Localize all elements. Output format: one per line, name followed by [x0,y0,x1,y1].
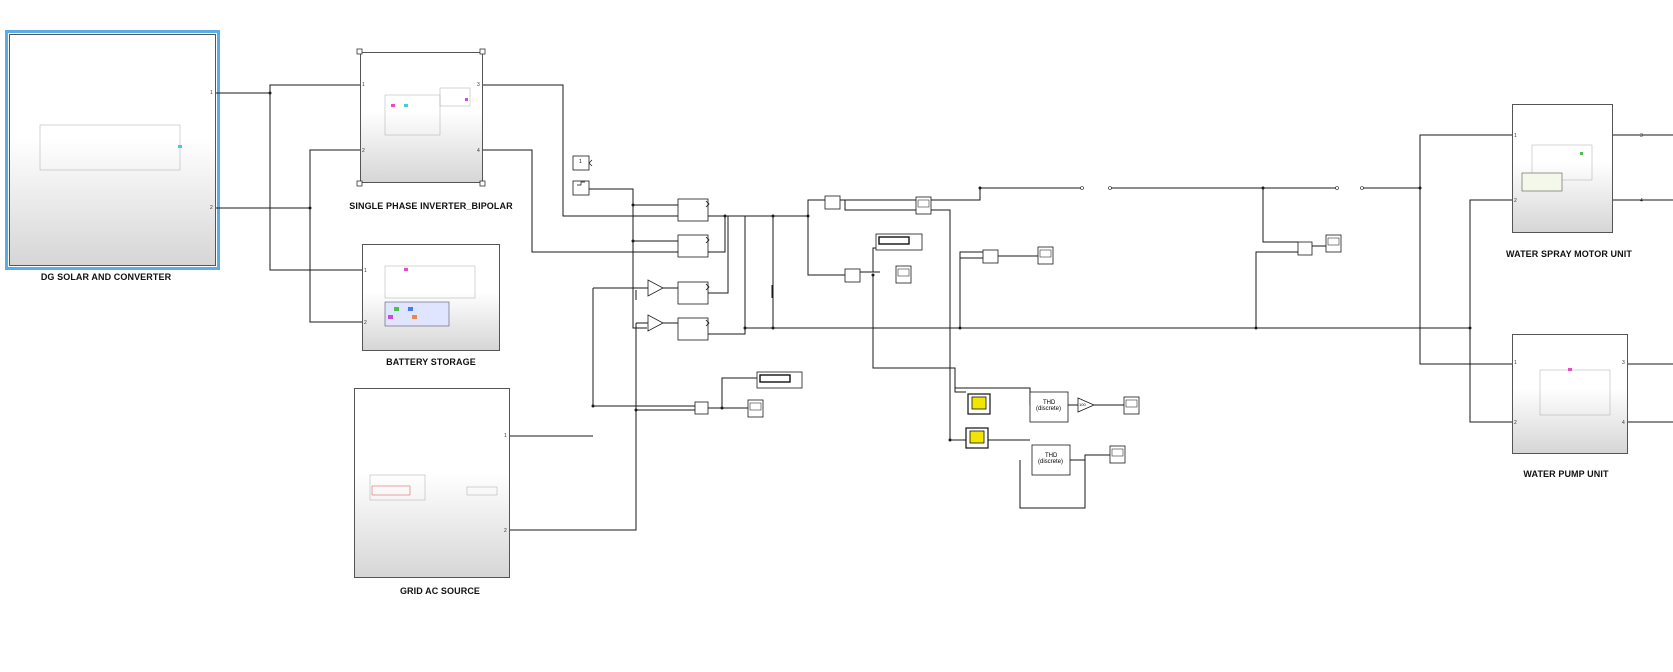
spray-port-2: 2 [1514,198,1517,204]
scope-icons [747,196,1342,464]
resize-handle [479,180,486,187]
single-phase-inverter-label: SINGLE PHASE INVERTER_BIPOLAR [349,201,513,211]
water-spray-motor-block[interactable] [1512,104,1613,233]
product-block-1 [824,195,841,210]
water-pump-block[interactable] [1512,334,1628,454]
grid-ac-source-block[interactable] [354,388,510,578]
grid-port-2: 2 [504,528,507,534]
inv-port-4: 4 [477,148,480,154]
product-block-3 [982,249,999,264]
sum-block-1 [677,198,709,222]
dg-solar-converter-block[interactable] [5,30,220,270]
pump-port-4: 4 [1622,420,1625,426]
scope-icon [747,399,764,418]
dg-solar-converter-label: DG SOLAR AND CONVERTER [40,272,172,282]
pump-port-3: 3 [1622,360,1625,366]
water-pump-label: WATER PUMP UNIT [1523,469,1609,479]
grid-ac-source-label: GRID AC SOURCE [399,586,481,596]
battery-storage-label: BATTERY STORAGE [386,357,476,367]
inv-port-2: 2 [362,148,365,154]
thd-block-2 [1031,444,1071,476]
scope-icon [1123,396,1140,415]
water-spray-motor-label: WATER SPRAY MOTOR UNIT [1506,249,1632,259]
pump-port-1: 1 [1514,360,1517,366]
resize-handle [356,48,363,55]
product-block-2 [844,268,861,283]
pump-port-2: 2 [1514,420,1517,426]
bat-port-1: 1 [364,268,367,274]
thd-label-1: THD [1043,400,1056,406]
gain-value: 100 [1079,402,1086,407]
inv-port-1: 1 [362,82,365,88]
constant-value: 1 [579,159,582,165]
spray-port-4: 4 [1640,198,1643,204]
resize-handle [479,48,486,55]
dg-port-2: 2 [210,205,213,211]
thd-label-2b: (discrete) [1038,459,1064,465]
scope-icon [1325,234,1342,253]
dg-port-1: 1 [210,90,213,96]
scope-icon [1037,246,1054,265]
gain-amplifier-2 [647,314,664,332]
spray-port-1: 1 [1514,133,1517,139]
gain-amplifier-1 [647,279,664,297]
sum-block-4 [677,317,709,341]
spray-port-3: 3 [1640,133,1643,139]
product-block-4 [1297,241,1313,256]
scope-icon [1109,445,1126,464]
inv-port-3: 3 [477,82,480,88]
step-block [572,180,590,196]
scope-icon [895,265,912,284]
sum-block-3 [677,281,709,305]
grid-port-1: 1 [504,433,507,439]
sum-block-2 [677,234,709,258]
gain-block-100 [1077,397,1095,413]
thd-block-1 [1029,391,1069,423]
single-phase-inverter-block[interactable] [360,52,483,183]
bat-port-2: 2 [364,320,367,326]
thd-label-2: THD [1045,453,1058,459]
product-block-5 [694,401,709,415]
thd-label-1b: (discrete) [1036,406,1062,412]
resize-handle [356,180,363,187]
scope-icon [915,196,932,215]
